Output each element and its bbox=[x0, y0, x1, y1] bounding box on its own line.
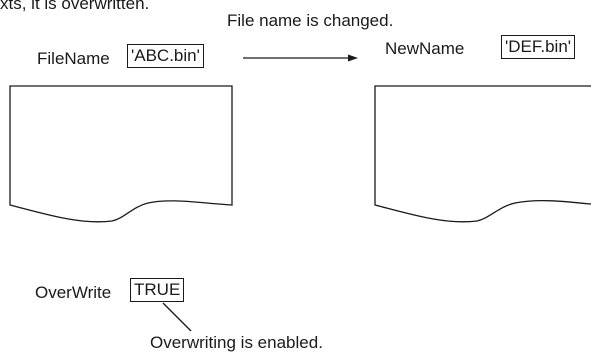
header-fragment: xts, it is overwritten. bbox=[0, 0, 150, 13]
overwrite-value-box: TRUE bbox=[130, 278, 185, 302]
source-document-icon bbox=[9, 85, 233, 223]
source-label: FileName bbox=[37, 49, 110, 68]
rename-note: File name is changed. bbox=[227, 11, 394, 30]
rename-arrow-head bbox=[348, 54, 358, 62]
target-value-box: 'DEF.bin' bbox=[501, 35, 576, 59]
source-value-box: 'ABC.bin' bbox=[127, 44, 204, 68]
overwrite-label: OverWrite bbox=[35, 283, 112, 302]
target-document-icon bbox=[374, 85, 591, 223]
target-label: NewName bbox=[385, 39, 465, 58]
overwrite-leader-line bbox=[162, 302, 192, 332]
overwrite-note: Overwriting is enabled. bbox=[150, 333, 323, 352]
